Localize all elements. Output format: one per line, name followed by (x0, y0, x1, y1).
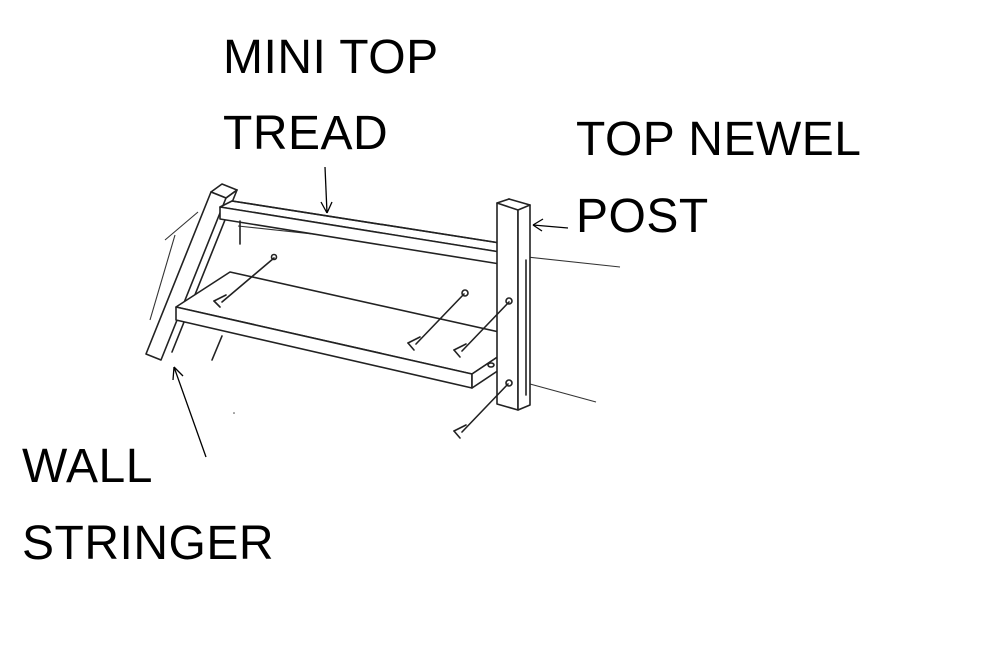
label-wall-stringer-line2: STRINGER (22, 517, 275, 570)
wall-stringer (145, 183, 238, 361)
arrow-mini-top-tread (320, 166, 333, 214)
main-tread (175, 271, 527, 389)
top-newel-post (496, 198, 531, 411)
screw-4 (453, 379, 513, 439)
screws (213, 253, 513, 439)
floor-line (529, 383, 597, 403)
label-top-newel-post-line2: POST (576, 190, 709, 243)
label-top-newel-post-line1: TOP NEWEL (576, 113, 862, 166)
label-mini-top-tread-line1: MINI TOP (223, 31, 439, 84)
screw-1 (213, 253, 278, 308)
mini-top-tread (219, 200, 501, 265)
label-wall-stringer-line1: WALL (22, 440, 153, 493)
arrow-top-newel-post (532, 218, 569, 232)
arrow-wall-stringer (172, 366, 207, 458)
speck (233, 412, 235, 414)
screw-3 (453, 297, 513, 358)
screw-2 (407, 289, 469, 351)
label-mini-top-tread-line2: TREAD (223, 107, 389, 160)
